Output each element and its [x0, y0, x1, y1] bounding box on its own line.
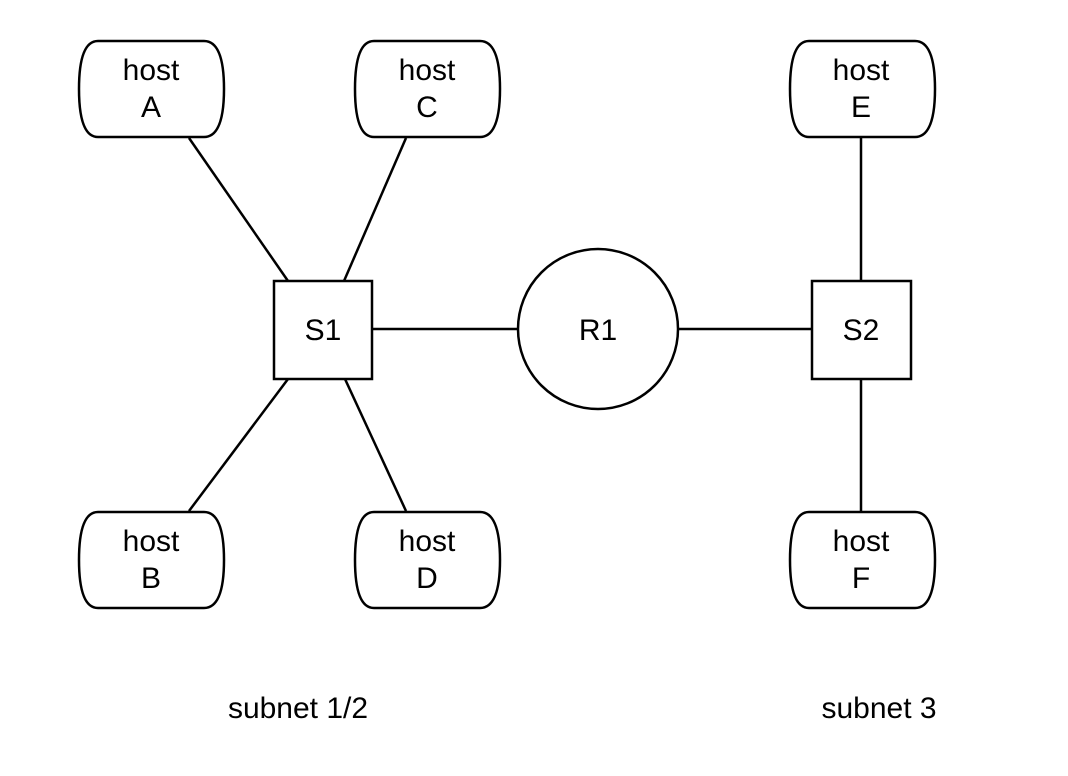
- host-c-line1: host: [399, 54, 456, 87]
- router-r1-node: R1: [516, 247, 680, 411]
- host-f-shape: [788, 510, 937, 610]
- host-b-node: host B: [77, 510, 226, 610]
- host-f-line2: F: [852, 562, 870, 595]
- switch-s2-shape: [810, 279, 913, 381]
- host-e-line1: host: [833, 54, 890, 87]
- host-c-shape: [353, 39, 502, 139]
- host-b-line2: B: [141, 562, 161, 595]
- switch-s2-label: S2: [843, 314, 880, 347]
- links: [187, 137, 863, 512]
- host-a-shape: [77, 39, 226, 139]
- link-host-b-s1: [188, 378, 289, 512]
- switch-s2-node: S2: [810, 279, 913, 381]
- router-r1-shape: [516, 247, 680, 411]
- host-c-node: host C: [353, 39, 502, 139]
- host-e-node: host E: [788, 39, 937, 139]
- host-c-line2: C: [416, 91, 438, 124]
- link-host-d-s1: [343, 378, 408, 512]
- host-e-shape: [788, 39, 937, 139]
- switch-s1-shape: [272, 279, 374, 381]
- subnet-3-label: subnet 3: [821, 692, 936, 725]
- host-a-node: host A: [77, 39, 226, 139]
- link-host-c-s1: [342, 137, 408, 282]
- host-f-node: host F: [788, 510, 937, 610]
- switch-s1-node: S1: [272, 279, 374, 381]
- host-d-line1: host: [399, 525, 456, 558]
- host-f-line1: host: [833, 525, 890, 558]
- host-a-line2: A: [141, 91, 161, 124]
- host-b-line1: host: [123, 525, 180, 558]
- host-a-line1: host: [123, 54, 180, 87]
- host-d-node: host D: [353, 510, 502, 610]
- router-r1-label: R1: [579, 314, 617, 347]
- switch-s1-label: S1: [305, 314, 342, 347]
- host-d-shape: [353, 510, 502, 610]
- host-b-shape: [77, 510, 226, 610]
- host-d-line2: D: [416, 562, 438, 595]
- link-host-a-s1: [187, 137, 290, 282]
- subnet-1-2-label: subnet 1/2: [228, 692, 368, 725]
- host-e-line2: E: [851, 91, 871, 124]
